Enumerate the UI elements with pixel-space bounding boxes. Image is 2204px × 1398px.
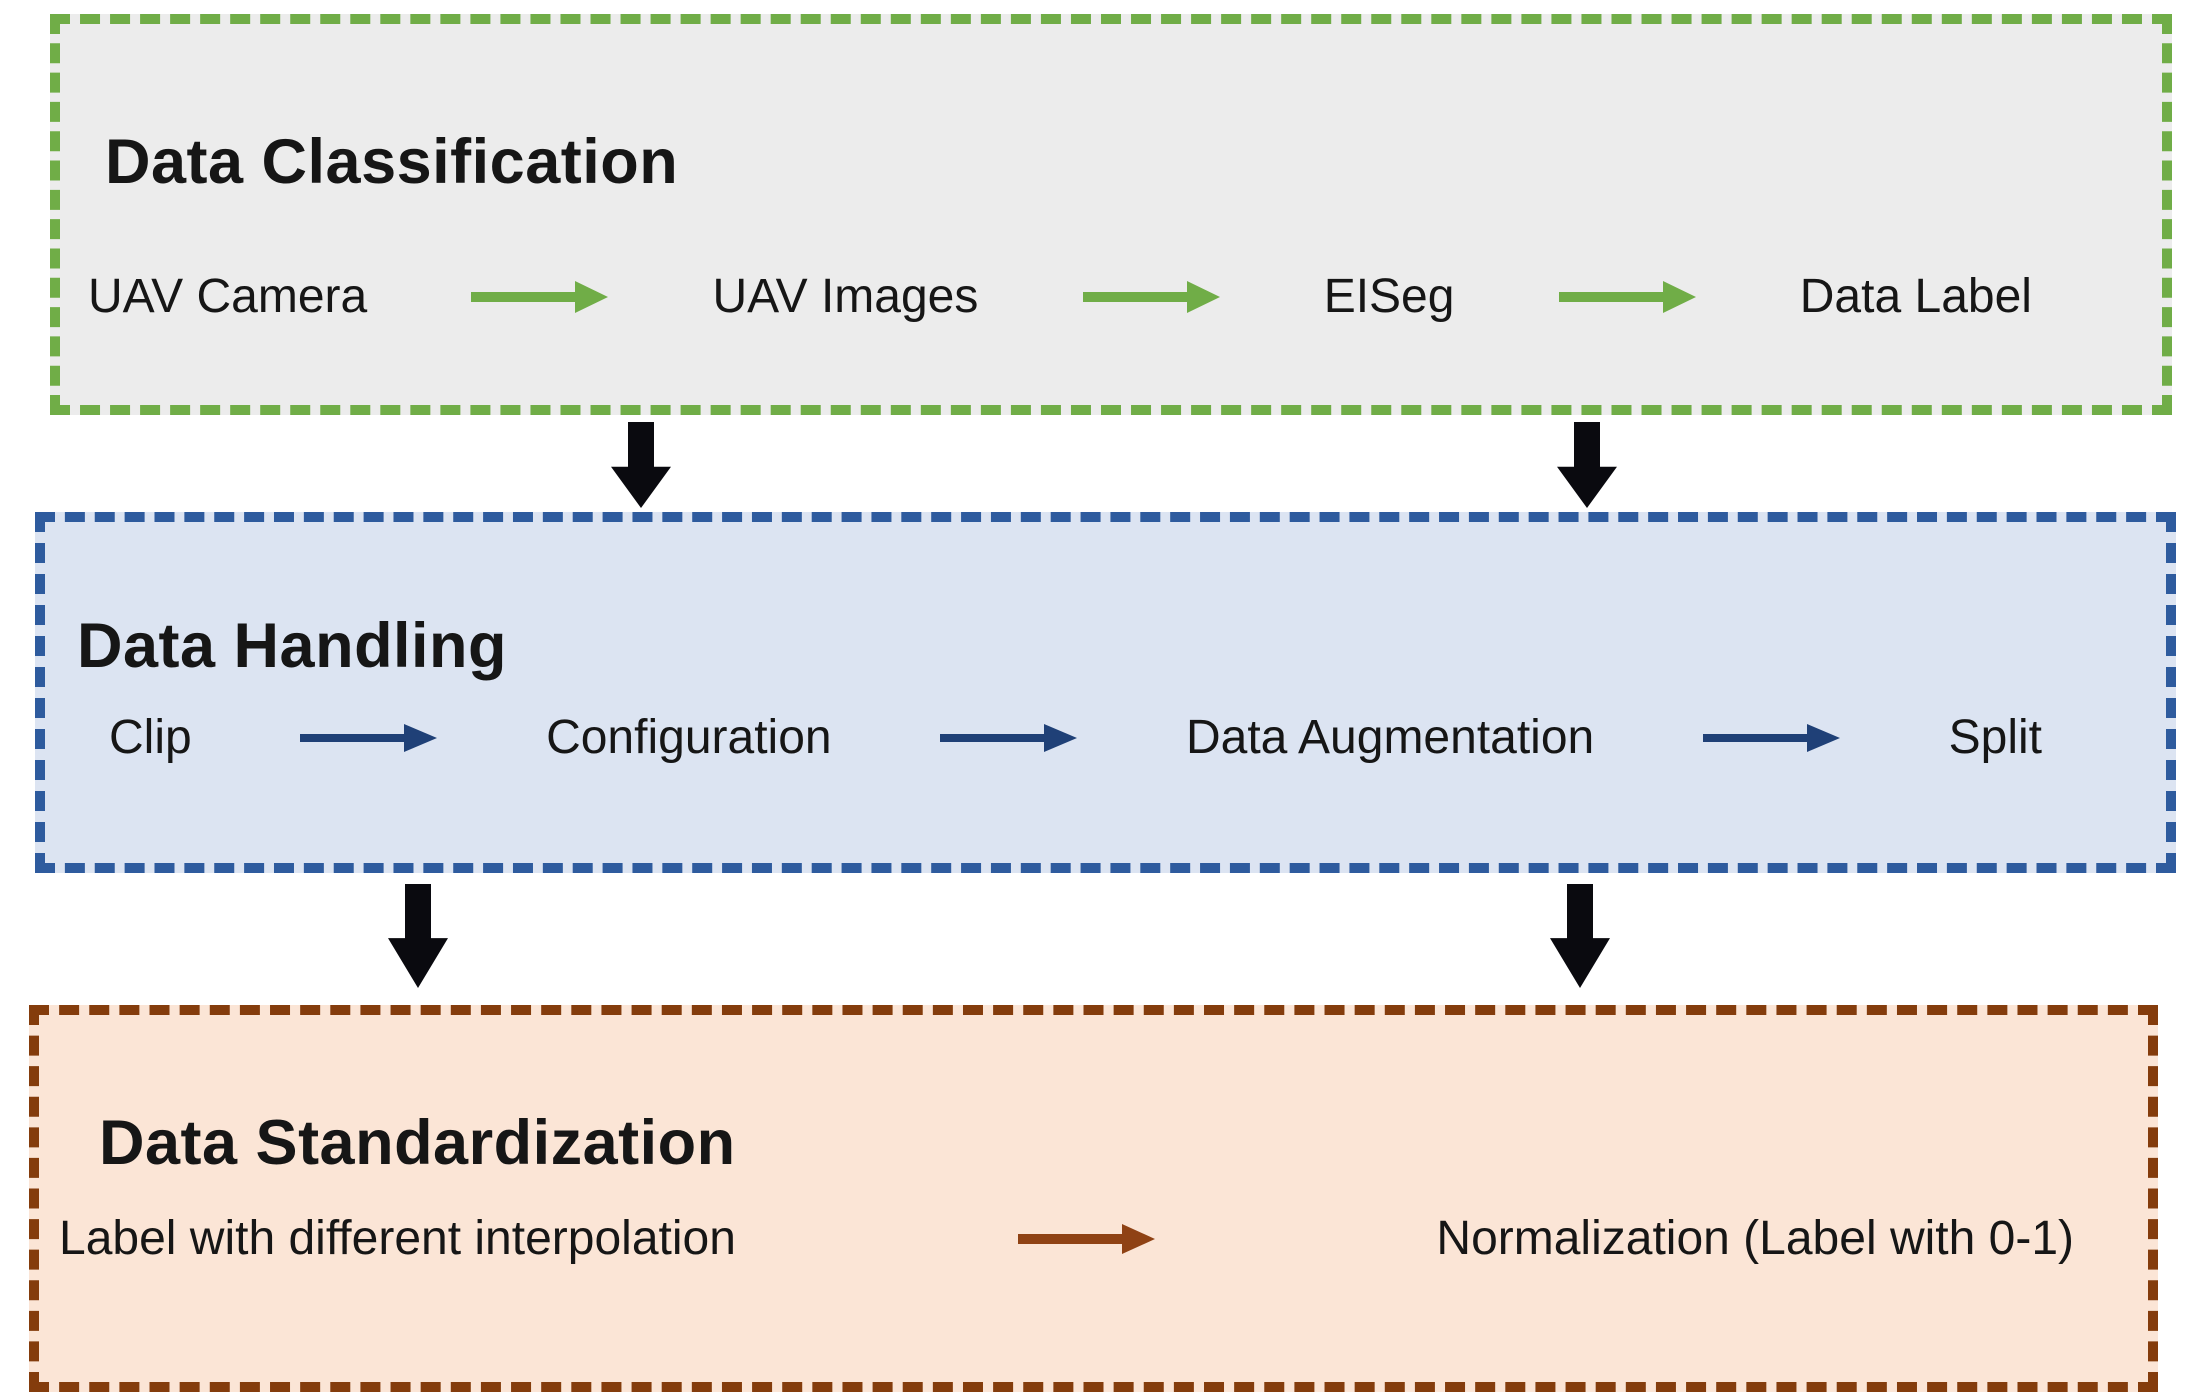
- right-arrow-icon: [1558, 280, 1696, 314]
- flow-row: Clip Configuration Data Augmentation: [45, 710, 2166, 765]
- flow-step-label: UAV Images: [712, 270, 979, 323]
- stage-title: Data Standardization: [99, 1108, 736, 1179]
- down-arrow-icon: [1557, 422, 1617, 508]
- stage-title: Data Handling: [77, 611, 508, 682]
- flow-step-label: Data Label: [1799, 270, 2032, 323]
- flow-step-label: Configuration: [546, 711, 832, 764]
- right-arrow-icon: [1017, 1222, 1155, 1256]
- flow-step-label: Split: [1948, 711, 2042, 764]
- right-arrow-icon: [1082, 280, 1220, 314]
- right-arrow-icon: [940, 721, 1078, 755]
- down-arrow-icon: [388, 884, 448, 988]
- right-arrow-icon: [1702, 721, 1840, 755]
- right-arrow-icon: [471, 280, 609, 314]
- flow-row: Label with different interpolation Norma…: [39, 1211, 2148, 1266]
- stage-title: Data Classification: [105, 127, 679, 198]
- flow-step-label: Data Augmentation: [1185, 711, 1595, 764]
- flow-row: UAV Camera UAV Images EISeg: [60, 269, 2162, 324]
- flow-step-label: EISeg: [1323, 270, 1455, 323]
- flow-step-label: Label with different interpolation: [59, 1212, 736, 1265]
- right-arrow-icon: [300, 721, 438, 755]
- flow-step-label: Normalization (Label with 0-1): [1436, 1212, 2074, 1265]
- stage-box-data-handling: Data Handling Clip Configuration Data Au…: [35, 512, 2176, 873]
- stage-box-data-standardization: Data Standardization Label with differen…: [29, 1005, 2158, 1392]
- flow-step-label: Clip: [109, 711, 192, 764]
- down-arrow-icon: [1550, 884, 1610, 988]
- down-arrow-icon: [611, 422, 671, 508]
- stage-box-data-classification: Data Classification UAV Camera UAV Image…: [50, 14, 2172, 415]
- flow-step-label: UAV Camera: [88, 270, 368, 323]
